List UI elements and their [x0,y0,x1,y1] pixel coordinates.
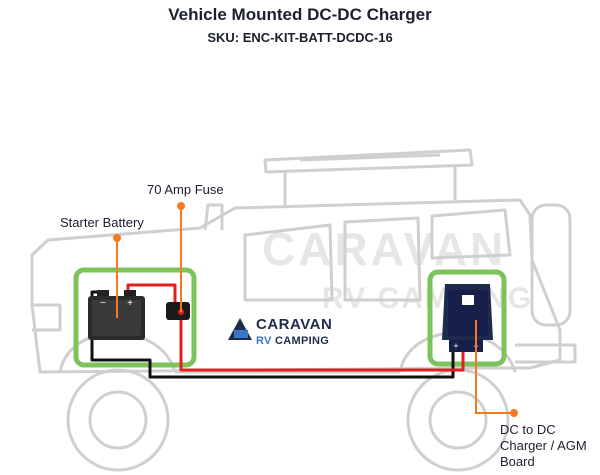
snorkel [203,203,224,231]
fuse-label: 70 Amp Fuse [147,182,224,197]
leader-lines [113,202,518,417]
front-bumper [32,303,62,332]
charger-highlight-box [427,269,507,367]
fuse [166,302,190,320]
front-window [243,223,334,302]
starter-battery-label: Starter Battery [60,215,144,230]
battery-highlight-box [73,267,197,368]
positive-wire-fuse-to-charger [179,318,465,372]
charger-leader [475,320,514,414]
logo-camping-text: CAMPING [275,335,330,347]
positive-wire-battery-to-fuse [126,283,177,304]
charger-positive-terminal: + [453,341,458,351]
rear-wheel [406,368,510,472]
diagram-title: Vehicle Mounted DC-DC Charger [168,5,432,24]
dcdc-charger [442,284,493,352]
battery-negative-terminal: − [100,298,106,309]
roof-rack [263,148,474,174]
charger-label: DC to DC Charger / AGM Board [500,422,587,469]
vehicle-outline [30,148,577,472]
caravan-logo: CARAVAN RV CAMPING [256,317,332,349]
logo-sub-text: RV CAMPING [256,333,332,349]
watermark-caravan: CARAVAN [262,223,507,275]
spare-wheel [530,203,572,327]
front-wheel [66,368,170,472]
side-window [430,208,512,260]
caravan-logo-emblem [228,318,252,340]
rear-window [343,216,422,302]
sku-text: SKU: ENC-KIT-BATT-DCDC-16 [207,30,393,45]
logo-rv-text: RV [256,335,272,347]
battery-positive-terminal: + [127,298,133,309]
logo-main-text: CARAVAN [256,316,333,333]
rear-bumper [515,343,577,364]
